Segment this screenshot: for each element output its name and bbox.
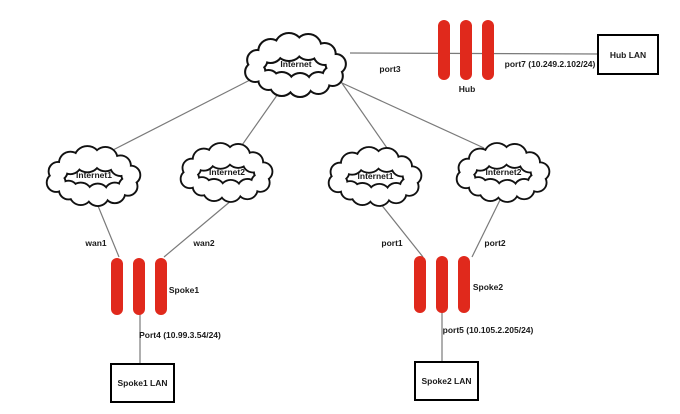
link-internet-right-internet1 <box>336 75 388 149</box>
internet-cloud-label: Internet <box>280 59 312 69</box>
internet-cloud: Internet <box>240 33 352 97</box>
router-bar <box>111 258 123 315</box>
port2-label: port2 <box>484 238 506 248</box>
spoke2-internet1-cloud-label: Internet1 <box>357 170 394 181</box>
spoke2-internet2-cloud-label: Internet2 <box>485 166 522 177</box>
spoke2-lan-label: Spoke2 LAN <box>421 376 472 386</box>
hub-lan-box: Hub LAN <box>597 34 659 75</box>
router-bar <box>155 258 167 315</box>
wan1-label: wan1 <box>85 238 107 248</box>
port1-label: port1 <box>381 238 403 248</box>
hub-lan-label: Hub LAN <box>609 49 647 60</box>
spoke2-router <box>414 256 470 313</box>
router-bar <box>133 258 145 315</box>
port3-label: port3 <box>379 64 401 74</box>
link-internet-right-internet2 <box>341 82 485 149</box>
router-bar <box>458 256 470 313</box>
port4-label: Port4 (10.99.3.54/24) <box>139 330 221 340</box>
link-internet1-spoke2 <box>379 202 424 258</box>
spoke1-label: Spoke1 <box>168 285 200 295</box>
spoke1-internet1-cloud: Internet1 <box>42 145 146 207</box>
port7-label: port7 (10.249.2.102/24) <box>504 59 596 69</box>
link-internet-left-internet1 <box>112 79 251 151</box>
spoke2-label: Spoke2 <box>472 282 504 292</box>
router-bar <box>460 20 472 80</box>
port5-label: port5 (10.105.2.205/24) <box>442 325 534 335</box>
link-internet1-spoke1 <box>95 200 120 258</box>
spoke2-lan-box: Spoke2 LAN <box>414 361 479 401</box>
spoke1-lan-label: Spoke1 LAN <box>117 378 168 388</box>
spoke1-internet1-cloud-label: Internet1 <box>76 170 112 180</box>
spoke1-internet2-cloud: Internet2 <box>176 142 278 203</box>
router-bar <box>438 20 450 80</box>
link-internet2-spoke1 <box>163 199 233 258</box>
spoke2-internet2-cloud: Internet2 <box>452 142 555 203</box>
spoke1-internet2-cloud-label: Internet2 <box>209 166 245 177</box>
router-bar <box>436 256 448 313</box>
spoke2-internet1-cloud: Internet1 <box>324 146 427 207</box>
link-internet-hub-lan <box>349 52 601 55</box>
router-bar <box>482 20 494 80</box>
link-internet-left-internet2 <box>239 90 281 149</box>
hub-label: Hub <box>458 84 476 94</box>
spoke1-lan-box: Spoke1 LAN <box>110 363 175 403</box>
wan2-label: wan2 <box>193 238 215 248</box>
spoke1-router <box>111 258 167 315</box>
link-internet2-spoke2 <box>471 199 501 258</box>
router-bar <box>414 256 426 313</box>
hub-router <box>438 20 494 80</box>
